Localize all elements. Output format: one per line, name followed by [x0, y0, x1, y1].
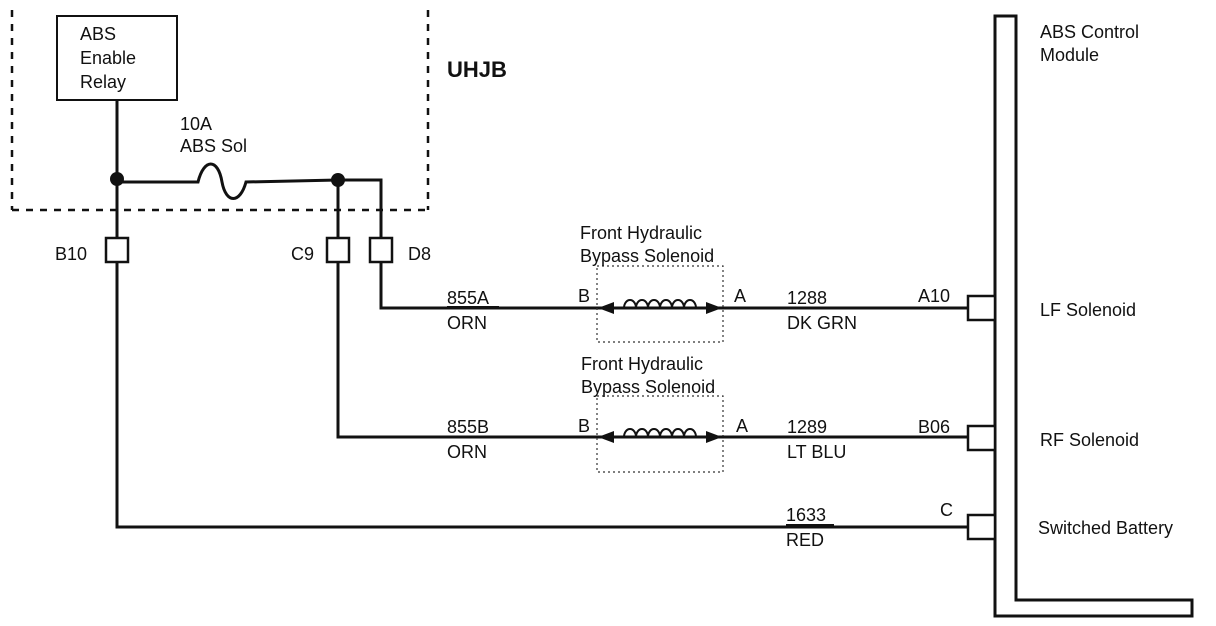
connector-c9-label: C9: [291, 244, 314, 264]
solenoid-1-arrow-a: [706, 302, 722, 314]
solenoid-2-coil-icon: [623, 428, 697, 438]
module-connector-b06: [966, 424, 997, 452]
solenoid-2-title-line1: Front Hydraulic: [581, 354, 703, 374]
connector-b10: [104, 236, 130, 264]
solenoid-1-pin-a: A: [734, 286, 746, 306]
solenoid-2-arrow-a: [706, 431, 722, 443]
module-switched-battery-label: Switched Battery: [1038, 518, 1173, 538]
wire-855a: [379, 262, 598, 310]
wire-1289-circuit: 1289: [787, 417, 827, 437]
solenoid-2-dashed-outline: [596, 395, 724, 473]
connector-c9: [325, 236, 351, 264]
wire-855b: [336, 262, 598, 439]
solenoid-1-title-line2: Bypass Solenoid: [580, 246, 714, 266]
solenoid-1-pin-b: B: [578, 286, 590, 306]
uhjb-label: UHJB: [447, 57, 507, 82]
fuse-10a-abs-sol: [117, 162, 339, 200]
solenoid-2-pin-a: A: [736, 416, 748, 436]
wire-855b-color: ORN: [447, 442, 487, 462]
connector-d8: [368, 236, 394, 264]
solenoid-1-title-line1: Front Hydraulic: [580, 223, 702, 243]
front-hydraulic-bypass-solenoid-1: [596, 265, 724, 343]
wire-1288-color: DK GRN: [787, 313, 857, 333]
module-pin-b06: B06: [918, 417, 950, 437]
module-connector-a10: [966, 294, 997, 322]
solenoid-2-arrow-b: [598, 431, 614, 443]
connector-b10-label: B10: [55, 244, 87, 264]
relay-label-line3: Relay: [80, 72, 126, 92]
splice-left: [110, 172, 124, 186]
wire-1288-circuit: 1288: [787, 288, 827, 308]
solenoid-1-coil-icon: [623, 299, 697, 309]
module-pin-a10: A10: [918, 286, 950, 306]
module-title-line1: ABS Control: [1040, 22, 1139, 42]
wire-1633: [115, 262, 968, 529]
uhjb-boundary: [10, 10, 430, 212]
wire-1633-color: RED: [786, 530, 824, 550]
relay-label-line2: Enable: [80, 48, 136, 68]
module-title-line2: Module: [1040, 45, 1099, 65]
relay-label-line1: ABS: [80, 24, 116, 44]
wire-855a-color: ORN: [447, 313, 487, 333]
abs-control-module-outline: [993, 14, 1194, 618]
fuse-name: ABS Sol: [180, 136, 247, 156]
module-pin-c: C: [940, 500, 953, 520]
module-rf-solenoid-label: RF Solenoid: [1040, 430, 1139, 450]
solenoid-1-arrow-b: [598, 302, 614, 314]
wire-855b-circuit: 855B: [447, 417, 489, 437]
wire-1289-color: LT BLU: [787, 442, 846, 462]
module-lf-solenoid-label: LF Solenoid: [1040, 300, 1136, 320]
splice-to-d8-wire: [338, 178, 383, 238]
wire-1633-circuit: 1633: [786, 505, 826, 525]
solenoid-2-title-line2: Bypass Solenoid: [581, 377, 715, 397]
module-connector-c: [966, 513, 997, 541]
front-hydraulic-bypass-solenoid-2: [596, 395, 724, 473]
solenoid-1-dashed-outline: [596, 265, 724, 343]
connector-d8-label: D8: [408, 244, 431, 264]
solenoid-2-pin-b: B: [578, 416, 590, 436]
fuse-rating: 10A: [180, 114, 212, 134]
wire-855a-circuit: 855A: [447, 288, 489, 308]
